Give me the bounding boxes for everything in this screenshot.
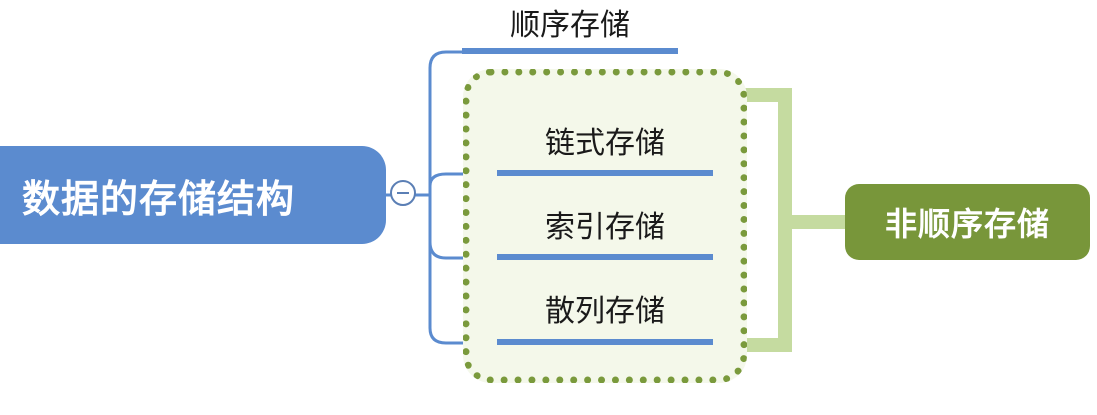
branch-underline-sequential bbox=[462, 48, 678, 54]
branch-line-sequential bbox=[428, 50, 462, 195]
summary-topic[interactable]: 非顺序存储 bbox=[845, 184, 1090, 260]
branch-label-linked: 链式存储 bbox=[545, 126, 665, 161]
summary-bracket bbox=[745, 88, 792, 352]
collapse-button[interactable] bbox=[390, 180, 416, 206]
branch-line-linked bbox=[428, 172, 497, 195]
summary-label: 非顺序存储 bbox=[884, 205, 1050, 243]
branch-label-hashed: 散列存储 bbox=[545, 294, 665, 329]
root-topic-label: 数据的存储结构 bbox=[22, 176, 296, 221]
branch-topic-sequential[interactable]: 顺序存储 bbox=[462, 0, 678, 44]
branch-topic-hashed[interactable]: 散列存储 bbox=[497, 286, 713, 330]
branch-underline-indexed bbox=[497, 254, 713, 260]
branch-topic-linked[interactable]: 链式存储 bbox=[497, 118, 713, 162]
branch-underline-linked bbox=[497, 170, 713, 176]
branch-topic-indexed[interactable]: 索引存储 bbox=[497, 202, 713, 246]
root-topic[interactable]: 数据的存储结构 bbox=[0, 146, 386, 244]
branch-label-sequential: 顺序存储 bbox=[510, 8, 630, 43]
branch-label-indexed: 索引存储 bbox=[545, 210, 665, 245]
non-sequential-group-box bbox=[463, 69, 747, 383]
branch-line-hashed bbox=[428, 195, 497, 345]
minus-icon bbox=[397, 192, 409, 194]
branch-underline-hashed bbox=[497, 339, 713, 345]
